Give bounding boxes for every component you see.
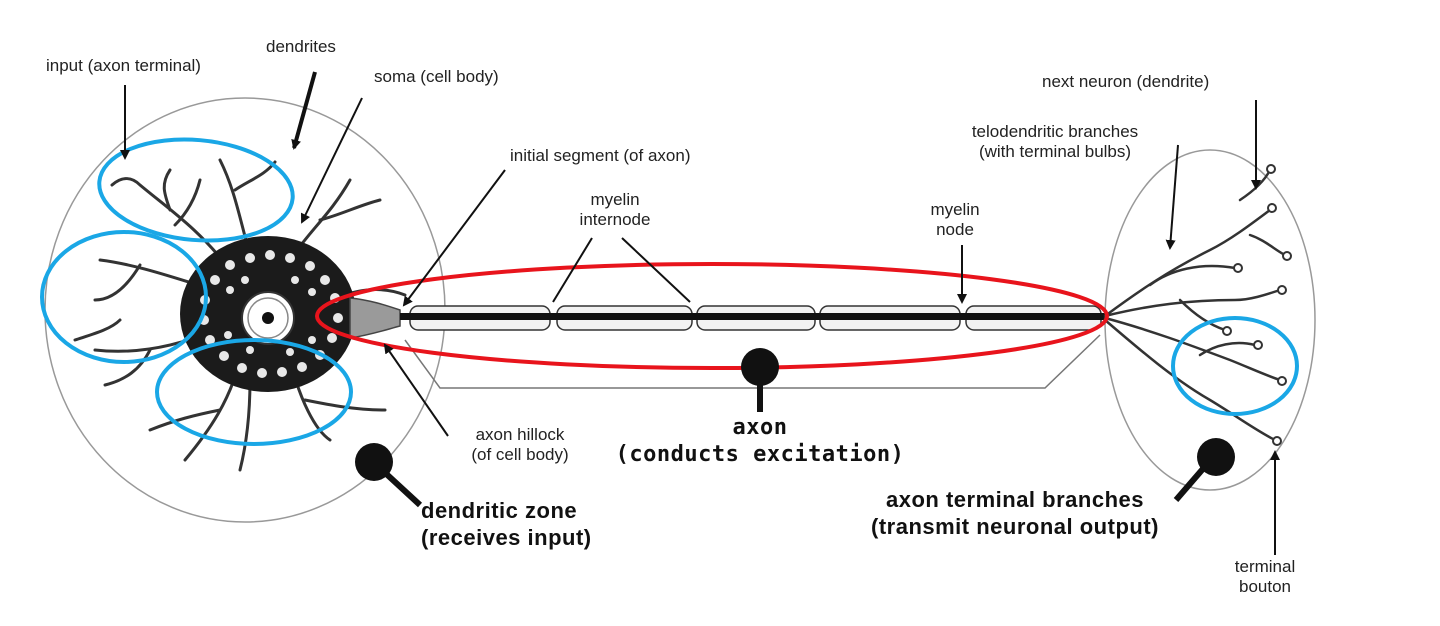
pointer-arrows (120, 71, 1280, 555)
label-axon-hillock: axon hillock (of cell body) (440, 425, 600, 465)
zone-marker-dendritic (355, 443, 423, 508)
label-telodendritic-line1: telodendritic branches (971, 122, 1139, 141)
label-telodendritic-line2: (with terminal bulbs) (978, 142, 1132, 161)
zone-axon: axon (conducts excitation) (580, 414, 940, 468)
label-next-neuron: next neuron (dendrite) (1042, 72, 1210, 91)
label-terminal-bouton: terminal bouton (1215, 557, 1315, 597)
label-input: input (axon terminal) (46, 56, 201, 75)
zone-terminal: axon terminal branches (transmit neurona… (850, 486, 1180, 540)
zone-dendritic: dendritic zone (receives input) (421, 497, 592, 551)
label-dendrites: dendrites (266, 37, 336, 56)
label-myelin-internode: myelin internode (555, 190, 675, 230)
dendrite-highlights (40, 137, 1299, 446)
zone-axon-subtitle: (conducts excitation) (615, 442, 905, 467)
label-myelin-internode-line1: myelin (590, 190, 640, 209)
axon-extent-bracket (404, 334, 1101, 389)
label-terminal-bouton-line2: bouton (1239, 577, 1291, 596)
label-myelin-node-line2: node (936, 220, 974, 239)
label-telodendritic: telodendritic branches (with terminal bu… (935, 122, 1175, 162)
label-axon-hillock-line2: (of cell body) (471, 445, 569, 464)
telodendria-drawing (1103, 168, 1287, 442)
label-myelin-node-line1: myelin (930, 200, 980, 219)
label-soma: soma (cell body) (374, 67, 499, 86)
zone-marker-axon (741, 348, 779, 412)
label-axon-hillock-line1: axon hillock (475, 425, 565, 444)
axon-hillock-drawing (349, 297, 401, 339)
zone-dendritic-subtitle: (receives input) (421, 525, 592, 550)
zone-terminal-subtitle: (transmit neuronal output) (871, 514, 1159, 539)
nucleolus-drawing (262, 312, 274, 324)
label-myelin-node: myelin node (905, 200, 1005, 240)
zone-terminal-title: axon terminal branches (886, 487, 1144, 512)
zone-marker-terminal (1173, 438, 1235, 502)
label-myelin-internode-line2: internode (579, 210, 651, 229)
terminal-bulbs (1222, 164, 1292, 446)
axon-highlight (315, 262, 1109, 370)
zone-axon-title: axon (732, 415, 788, 440)
label-initial-segment: initial segment (of axon) (510, 146, 691, 165)
label-terminal-bouton-line1: terminal (1234, 557, 1296, 576)
zone-dendritic-title: dendritic zone (421, 498, 578, 523)
